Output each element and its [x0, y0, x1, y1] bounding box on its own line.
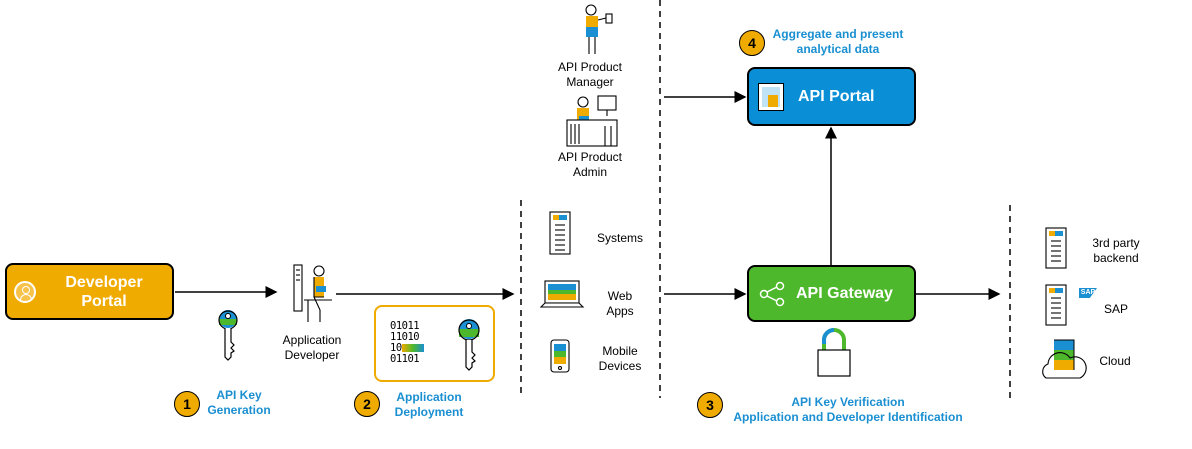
- binary-line-3: 10: [390, 342, 402, 354]
- step-2-label-2: Deployment: [394, 405, 464, 419]
- third-party-backend-label-2: backend: [1093, 251, 1139, 265]
- step-3-badge: 3: [697, 392, 723, 418]
- api-portal-box[interactable]: API Portal: [747, 67, 916, 126]
- step-2-badge: 2: [354, 391, 380, 417]
- mobile-devices-label: Mobile Devices: [592, 344, 648, 374]
- binary-line-3-row: 10: [390, 343, 424, 354]
- binary-line-1: 01011: [390, 320, 420, 332]
- developer-portal-title-2: Portal: [81, 292, 127, 310]
- step-4-label-2: analytical data: [796, 42, 880, 56]
- api-portal-title: API Portal: [798, 87, 875, 105]
- api-product-manager-label-2: Manager: [566, 75, 614, 89]
- developer-portal-box[interactable]: Developer Portal: [5, 263, 174, 320]
- application-developer-label: Application Developer: [272, 333, 352, 363]
- step-2-label-1: Application: [396, 390, 462, 404]
- puzzle-icon: [758, 82, 784, 111]
- cloud-label: Cloud: [1099, 354, 1131, 368]
- step-4-label-1: Aggregate and present: [772, 27, 904, 41]
- step-3-label: API Key Verification Application and Dev…: [728, 395, 968, 425]
- person-badge-icon: [14, 280, 36, 303]
- developer-portal-title-1: Developer: [65, 273, 143, 291]
- step-3-label-2: Application and Developer Identification: [733, 410, 963, 424]
- step-3-label-1: API Key Verification: [791, 395, 905, 409]
- sap-label: SAP: [1103, 302, 1128, 316]
- application-deployment-box: 01011 11010 10 01101: [374, 305, 495, 382]
- third-party-backend-label: 3rd party backend: [1078, 236, 1154, 266]
- share-icon: [759, 281, 785, 306]
- web-apps-label-1: Web: [607, 289, 633, 303]
- web-apps-label: Web Apps: [595, 289, 645, 319]
- binary-code-icon: 01011 11010 10 01101: [390, 321, 424, 365]
- api-gateway-title: API Gateway: [796, 284, 893, 302]
- systems-label: Systems: [596, 231, 643, 245]
- binary-color-bar: [401, 344, 424, 352]
- mobile-devices-label-1: Mobile: [602, 344, 638, 358]
- deployment-key-icon: [458, 319, 480, 371]
- api-product-admin-label-2: Admin: [572, 165, 607, 179]
- step-1-label-2: Generation: [207, 403, 271, 417]
- binary-line-4: 01101: [390, 353, 420, 365]
- mobile-devices-label-2: Devices: [598, 359, 642, 373]
- application-developer-label-1: Application: [282, 333, 342, 347]
- api-product-manager-label-1: API Product: [557, 60, 623, 74]
- step-2-label: Application Deployment: [384, 390, 474, 420]
- step-1-badge: 1: [174, 391, 200, 417]
- binary-line-2: 11010: [390, 331, 420, 343]
- sap-logo-icon: SAP: [1079, 288, 1097, 298]
- step-1-label: API Key Generation: [198, 388, 280, 418]
- step-4-badge: 4: [739, 30, 765, 56]
- api-gateway-box[interactable]: API Gateway: [747, 265, 916, 322]
- third-party-backend-label-1: 3rd party: [1092, 236, 1140, 250]
- api-product-admin-label: API Product Admin: [545, 150, 635, 180]
- application-developer-label-2: Developer: [284, 348, 340, 362]
- api-product-admin-label-1: API Product: [557, 150, 623, 164]
- step-4-label: Aggregate and present analytical data: [765, 27, 911, 57]
- web-apps-label-2: Apps: [606, 304, 634, 318]
- api-product-manager-label: API Product Manager: [545, 60, 635, 90]
- step-1-label-1: API Key: [216, 388, 262, 402]
